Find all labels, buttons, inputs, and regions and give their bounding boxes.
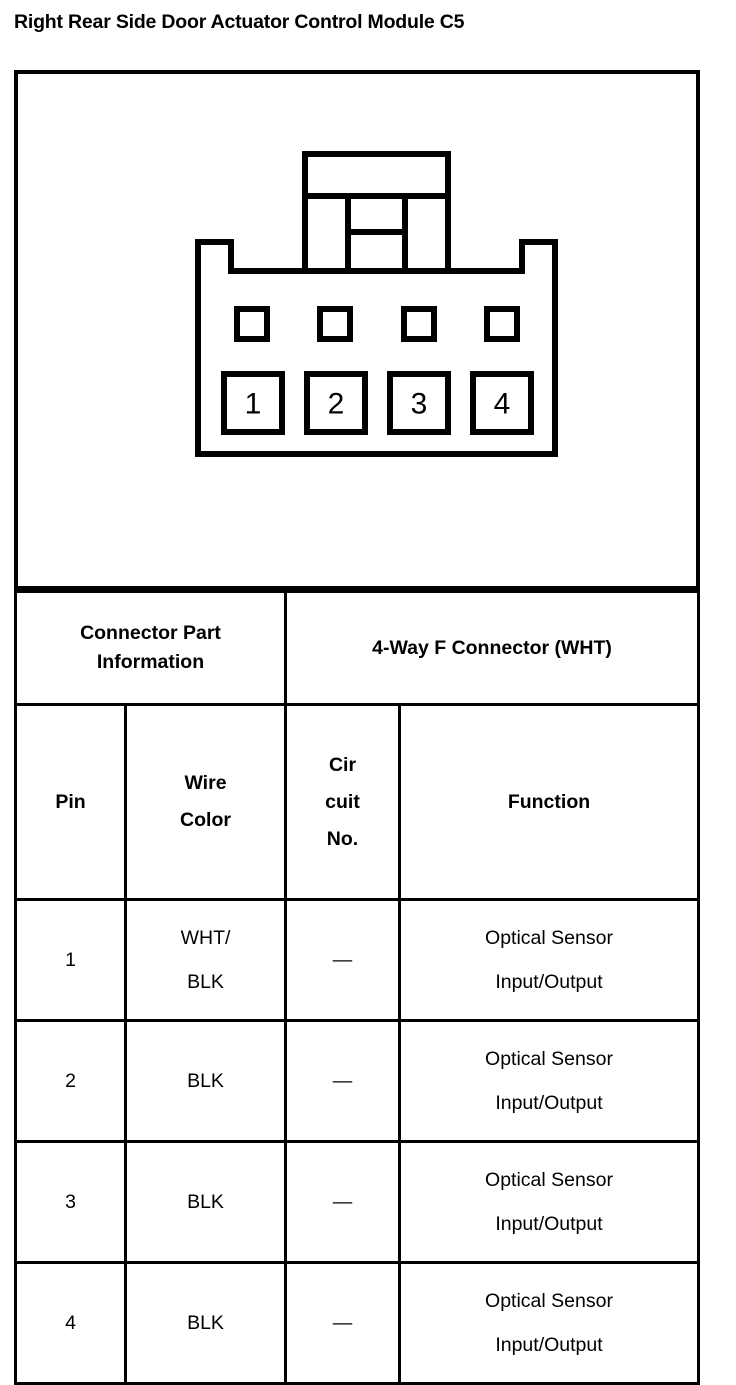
- cell-wire-color-line1: BLK: [187, 1191, 224, 1213]
- cell-wire-color: BLK: [124, 1261, 287, 1385]
- column-header-circuit-no-line2: cuit: [325, 790, 360, 813]
- connector-body-outline: [195, 239, 558, 457]
- cell-function: Optical Sensor Input/Output: [398, 1019, 700, 1143]
- column-header-circuit-no-line1: Cir: [328, 753, 357, 776]
- connector-diagram-panel: 1 2 3 4: [14, 70, 700, 590]
- cell-function-line1: Optical Sensor: [485, 1048, 613, 1070]
- pin-box-3: [387, 371, 451, 435]
- cell-function-line1: Optical Sensor: [485, 1169, 613, 1191]
- connector-face-view-drawing: 1 2 3 4: [195, 151, 558, 457]
- cell-wire-color: BLK: [124, 1019, 287, 1143]
- cell-function: Optical Sensor Input/Output: [398, 1261, 700, 1385]
- cell-circuit-no: —: [284, 1261, 401, 1385]
- column-header-pin: Pin: [14, 703, 127, 901]
- connector-type-label: 4-Way F Connector (WHT): [284, 590, 700, 706]
- cell-circuit-no: —: [284, 898, 401, 1022]
- cell-function: Optical Sensor Input/Output: [398, 898, 700, 1022]
- column-header-wire-color-line2: Color: [180, 809, 231, 831]
- pin-number-3: 3: [411, 388, 428, 421]
- pin-number-2: 2: [328, 388, 345, 421]
- connector-part-information-line1: Connector Part: [80, 622, 221, 644]
- cell-pin: 3: [14, 1140, 127, 1264]
- table-row: 3 BLK — Optical Sensor Input/Output: [14, 1140, 700, 1264]
- table-row: 4 BLK — Optical Sensor Input/Output: [14, 1261, 700, 1385]
- pin-box-2: [304, 371, 368, 435]
- cell-function-line2: Input/Output: [495, 1213, 603, 1235]
- cavity-square-4: [484, 306, 520, 342]
- column-header-wire-color-line1: Wire: [184, 772, 227, 794]
- table-row: 1 WHT/ BLK — Optical Sensor Input/Output: [14, 898, 700, 1022]
- cavity-square-3: [401, 306, 437, 342]
- column-header-circuit-no: Cir cuit No.: [284, 703, 401, 901]
- cell-function-line1: Optical Sensor: [485, 927, 613, 949]
- connector-part-information-line2: Information: [96, 651, 205, 673]
- cell-pin: 1: [14, 898, 127, 1022]
- cell-circuit-no: —: [284, 1019, 401, 1143]
- cell-function: Optical Sensor Input/Output: [398, 1140, 700, 1264]
- cell-wire-color: BLK: [124, 1140, 287, 1264]
- cavity-square-1: [234, 306, 270, 342]
- table-band-row: Connector Part Information 4-Way F Conne…: [14, 590, 700, 706]
- cell-function-line1: Optical Sensor: [485, 1290, 613, 1312]
- pin-box-4: [470, 371, 534, 435]
- cell-pin: 4: [14, 1261, 127, 1385]
- pin-number-1: 1: [245, 388, 262, 421]
- cell-function-line2: Input/Output: [495, 1334, 603, 1356]
- cell-wire-color-line1: BLK: [187, 1312, 224, 1334]
- cell-wire-color-line2: BLK: [187, 971, 224, 993]
- connector-pinout-table: Connector Part Information 4-Way F Conne…: [14, 590, 700, 1385]
- column-header-circuit-no-line3: No.: [326, 827, 359, 850]
- latch-tab-outline: [302, 151, 451, 274]
- cell-function-line2: Input/Output: [495, 1092, 603, 1114]
- pin-number-4: 4: [494, 388, 511, 421]
- column-header-function: Function: [398, 703, 700, 901]
- cell-pin: 2: [14, 1019, 127, 1143]
- column-header-wire-color: Wire Color: [124, 703, 287, 901]
- table-row: 2 BLK — Optical Sensor Input/Output: [14, 1019, 700, 1143]
- cavity-square-2: [317, 306, 353, 342]
- cell-wire-color-line1: WHT/: [180, 927, 231, 949]
- page-title: Right Rear Side Door Actuator Control Mo…: [14, 11, 465, 33]
- cell-wire-color-line1: BLK: [187, 1070, 224, 1092]
- pin-box-1: [221, 371, 285, 435]
- table-header-row: Pin Wire Color Cir cuit No. Function: [14, 703, 700, 901]
- cell-wire-color: WHT/ BLK: [124, 898, 287, 1022]
- connector-part-information-label: Connector Part Information: [14, 590, 287, 706]
- cell-circuit-no: —: [284, 1140, 401, 1264]
- cell-function-line2: Input/Output: [495, 971, 603, 993]
